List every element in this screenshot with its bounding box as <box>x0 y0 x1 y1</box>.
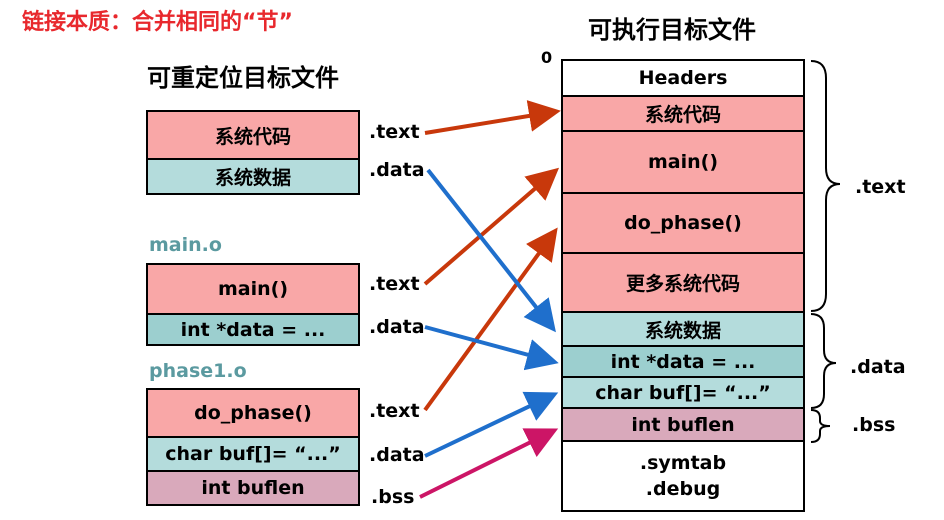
sys-code-section: 系统代码 <box>146 110 360 160</box>
phase1-o-name: phase1.o <box>149 360 247 382</box>
brace-data <box>810 313 837 409</box>
slide-title: 链接本质：合并相同的“节” <box>22 10 293 35</box>
phase1-o-text-section: do_phase() <box>146 388 360 438</box>
main-o-text-label: .text <box>369 273 420 295</box>
right-heading: 可执行目标文件 <box>588 16 756 44</box>
brace-text <box>810 60 841 312</box>
exe-symtab-debug: .symtab .debug <box>561 440 805 512</box>
main-o-name: main.o <box>149 234 222 256</box>
brace-bss <box>810 409 831 443</box>
exe-main: main() <box>561 130 805 194</box>
sys-data-section: 系统数据 <box>146 158 360 195</box>
phase1-o-bss-label: .bss <box>371 486 415 508</box>
brace-bss-label: .bss <box>852 414 896 436</box>
arrow-phase-bss <box>419 428 559 499</box>
arrow-phase-text <box>423 227 558 412</box>
exe-more-sys-code: 更多系统代码 <box>561 252 805 313</box>
address-zero-label: 0 <box>541 48 553 67</box>
arrow-phase-data <box>424 391 559 458</box>
arrow-main-text <box>423 167 560 286</box>
phase1-o-data-label: .data <box>369 444 425 466</box>
arrow-sys-text <box>424 100 561 135</box>
exe-debug-label: .debug <box>645 478 721 500</box>
brace-text-label: .text <box>855 176 906 198</box>
exe-sys-code: 系统代码 <box>561 95 805 132</box>
phase1-o-text-label: .text <box>369 400 420 422</box>
brace-data-label: .data <box>850 356 906 378</box>
exe-buflen: int buflen <box>561 407 805 442</box>
sys-text-label: .text <box>369 121 420 143</box>
main-o-data-section: int *data = ... <box>146 313 360 346</box>
main-o-data-label: .data <box>369 316 425 338</box>
phase1-o-data-section: char buf[]= “...” <box>146 436 360 472</box>
arrow-main-data <box>424 325 559 371</box>
sys-data-label: .data <box>369 159 425 181</box>
left-heading: 可重定位目标文件 <box>147 64 339 92</box>
arrow-sys-data <box>426 168 556 333</box>
phase1-o-bss-section: int buflen <box>146 470 360 506</box>
exe-symtab-label: .symtab <box>639 452 727 474</box>
